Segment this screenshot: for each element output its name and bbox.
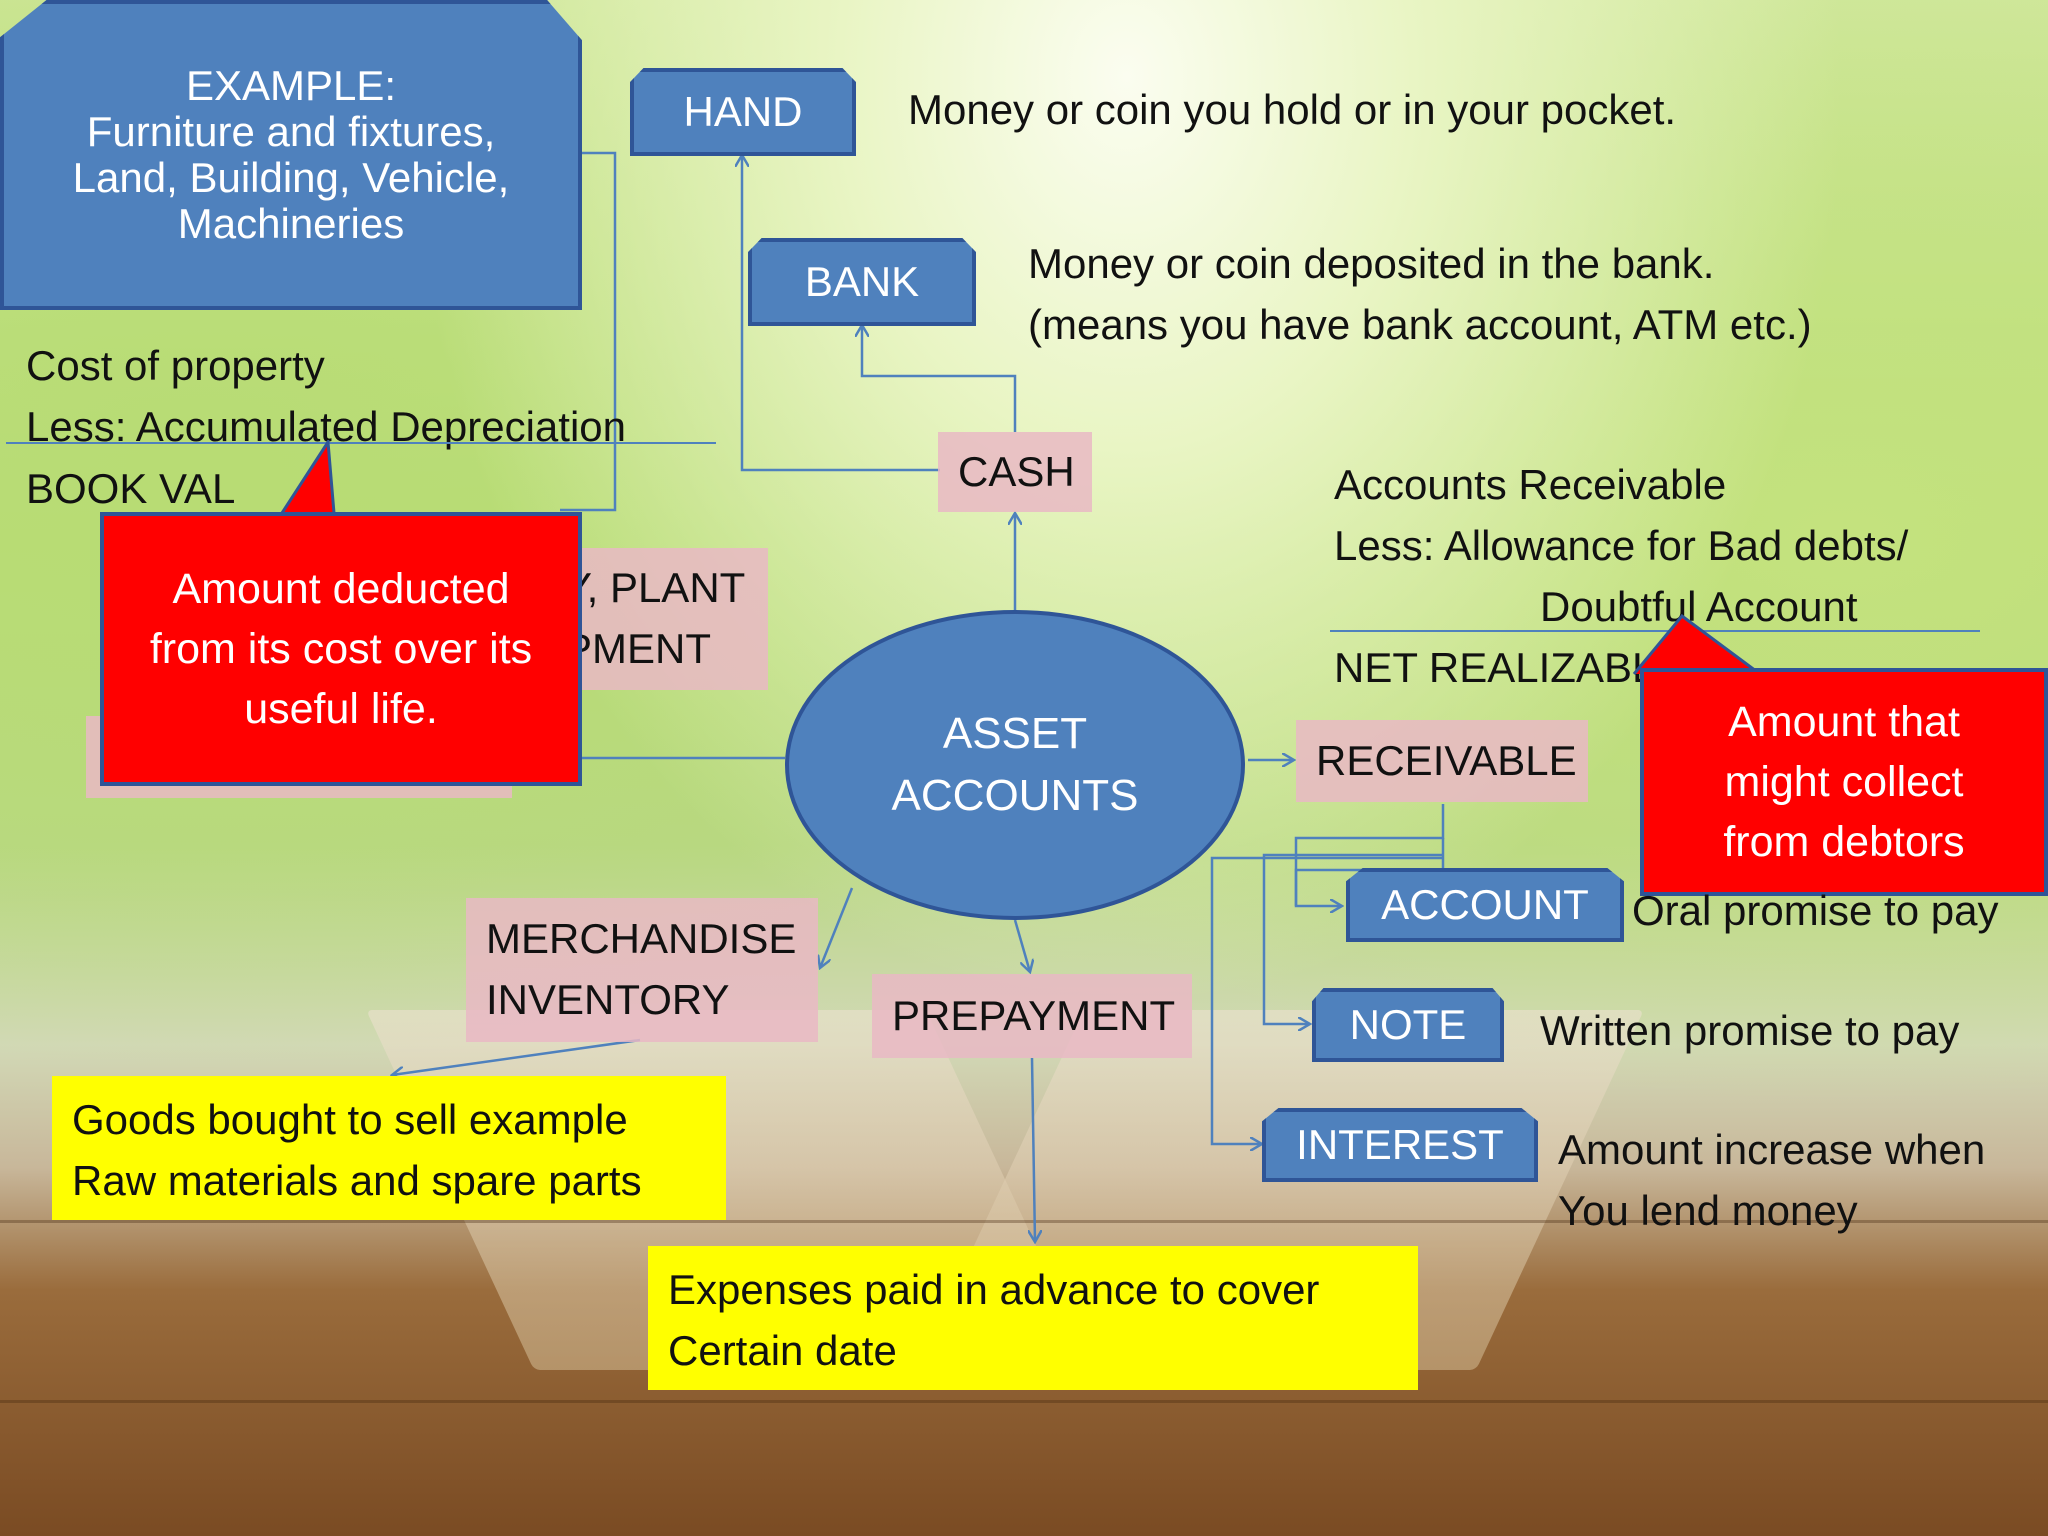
prepayment-label: PREPAYMENT <box>892 991 1176 1039</box>
receivable-label: RECEIVABLE <box>1316 736 1577 784</box>
connector-merchandise <box>820 887 854 968</box>
goods-line: Raw materials and spare parts <box>72 1156 642 1204</box>
merchandise-box[interactable]: MERCHANDISE INVENTORY <box>466 898 818 1042</box>
connector-prepay-note <box>1032 1057 1035 1242</box>
note-label: NOTE <box>1349 1000 1467 1048</box>
ppe-box-line: Y, PLANT <box>564 564 746 612</box>
prepay-note-line: Expenses paid in advance to cover <box>668 1266 1320 1313</box>
connector-account <box>1294 804 1445 906</box>
example-line: Machineries <box>177 200 405 248</box>
prepayment-note: Expenses paid in advance to cover Certai… <box>648 1246 1418 1390</box>
collect-callout: Amount that might collect from debtors <box>1640 668 2048 896</box>
example-line: Land, Building, Vehicle, <box>72 154 510 201</box>
connector-prepayment <box>1013 919 1030 972</box>
receivable-note-line: Less: Allowance for Bad debts/ <box>1334 522 1909 569</box>
receivable-note-line: Doubtful Account <box>1540 583 1858 630</box>
collect-line: Amount that <box>1728 697 1960 746</box>
example-line: EXAMPLE: <box>185 61 397 109</box>
account-box[interactable]: ACCOUNT <box>1346 868 1624 942</box>
depreciation-line: from its cost over its <box>149 624 533 673</box>
ppe-book-value-text: BOOK VAL <box>26 465 236 512</box>
example-line: Furniture and fixtures, <box>86 107 496 155</box>
wood-grain <box>0 1400 2048 1403</box>
prepay-note-line: Certain date <box>668 1326 897 1374</box>
connector-interest <box>1210 856 1443 1144</box>
goods-note: Goods bought to sell example Raw materia… <box>52 1076 726 1220</box>
bank-desc-line: (means you have bank account, ATM etc.) <box>1028 301 1812 348</box>
bank-desc-line: Money or coin deposited in the bank. <box>1028 240 1715 287</box>
account-label: ACCOUNT <box>1381 880 1589 928</box>
center-line: ASSET <box>942 709 1088 759</box>
connector-note <box>1262 853 1443 1024</box>
depreciation-line: Amount deducted <box>172 564 510 613</box>
receivable-underline <box>1330 630 1980 632</box>
connector-goods <box>392 1038 641 1075</box>
interest-label: INTEREST <box>1296 1120 1504 1168</box>
merchandise-line: INVENTORY <box>486 976 730 1023</box>
depreciation-callout: Amount deducted from its cost over its u… <box>100 512 582 786</box>
hand-desc: Money or coin you hold or in your pocket… <box>908 86 1677 133</box>
merchandise-line: MERCHANDISE <box>486 915 797 963</box>
receivable-box[interactable]: RECEIVABLE <box>1296 720 1588 802</box>
receivable-note-line: Accounts Receivable <box>1334 461 1727 508</box>
asset-accounts-node[interactable]: ASSET ACCOUNTS <box>785 610 1245 920</box>
account-desc: Oral promise to pay <box>1632 887 1999 934</box>
hand-label: HAND <box>683 87 803 135</box>
wood-grain <box>0 1220 2048 1223</box>
connector-bank <box>862 325 1017 432</box>
example-box: EXAMPLE: Furniture and fixtures, Land, B… <box>0 0 582 310</box>
cash-box[interactable]: CASH <box>938 432 1092 512</box>
note-box[interactable]: NOTE <box>1312 988 1504 1062</box>
ppe-cost-text: Cost of property <box>26 342 325 389</box>
callout-pointer <box>1632 614 1761 676</box>
prepayment-box[interactable]: PREPAYMENT <box>872 974 1192 1058</box>
hand-box[interactable]: HAND <box>630 68 856 156</box>
collect-line: might collect <box>1724 757 1964 806</box>
interest-desc-line: Amount increase when <box>1558 1126 1986 1173</box>
bank-box[interactable]: BANK <box>748 238 976 326</box>
goods-line: Goods bought to sell example <box>72 1096 628 1143</box>
center-line: ACCOUNTS <box>891 771 1139 820</box>
callout-pointer <box>280 440 336 514</box>
interest-desc-line: You lend money <box>1558 1187 1858 1234</box>
collect-line: from debtors <box>1723 818 1965 867</box>
bank-label: BANK <box>804 257 920 305</box>
ppe-underline <box>6 442 716 444</box>
ppe-box-line: PMENT <box>564 625 711 672</box>
note-desc: Written promise to pay <box>1540 1007 1960 1054</box>
depreciation-line: useful life. <box>244 685 438 734</box>
connector-hand <box>742 155 940 472</box>
connector-example <box>560 151 617 512</box>
cash-label: CASH <box>958 447 1075 495</box>
interest-box[interactable]: INTEREST <box>1262 1108 1538 1182</box>
